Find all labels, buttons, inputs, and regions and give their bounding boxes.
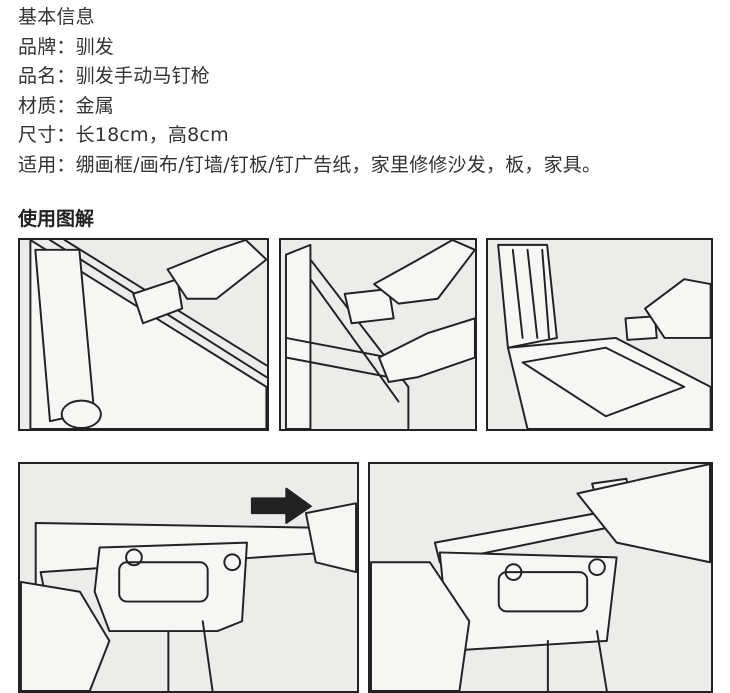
info-material: 材质：金属 xyxy=(18,94,115,117)
staple-gun-insert-staples-illustration xyxy=(368,462,713,693)
info-usage: 适用：绷画框/画布/钉墙/钉板/钉广告纸，家里修修沙发，板，家具。 xyxy=(18,153,602,176)
basic-info: 基本信息 品牌：驯发 品名：驯发手动马钉枪 材质：金属 尺寸：长18cm，高8c… xyxy=(18,3,601,181)
staple-gun-chair-seat-illustration xyxy=(486,238,713,431)
info-brand: 品牌：驯发 xyxy=(18,35,115,58)
staple-gun-wood-frame-illustration xyxy=(279,238,477,431)
staple-gun-canvas-frame-illustration xyxy=(18,238,269,431)
info-product-name: 品名：驯发手动马钉枪 xyxy=(18,65,211,88)
info-title: 基本信息 xyxy=(18,6,95,28)
staple-gun-open-loading-illustration xyxy=(18,462,359,693)
usage-diagram-title: 使用图解 xyxy=(18,208,95,230)
info-size: 尺寸：长18cm，高8cm xyxy=(18,124,229,147)
